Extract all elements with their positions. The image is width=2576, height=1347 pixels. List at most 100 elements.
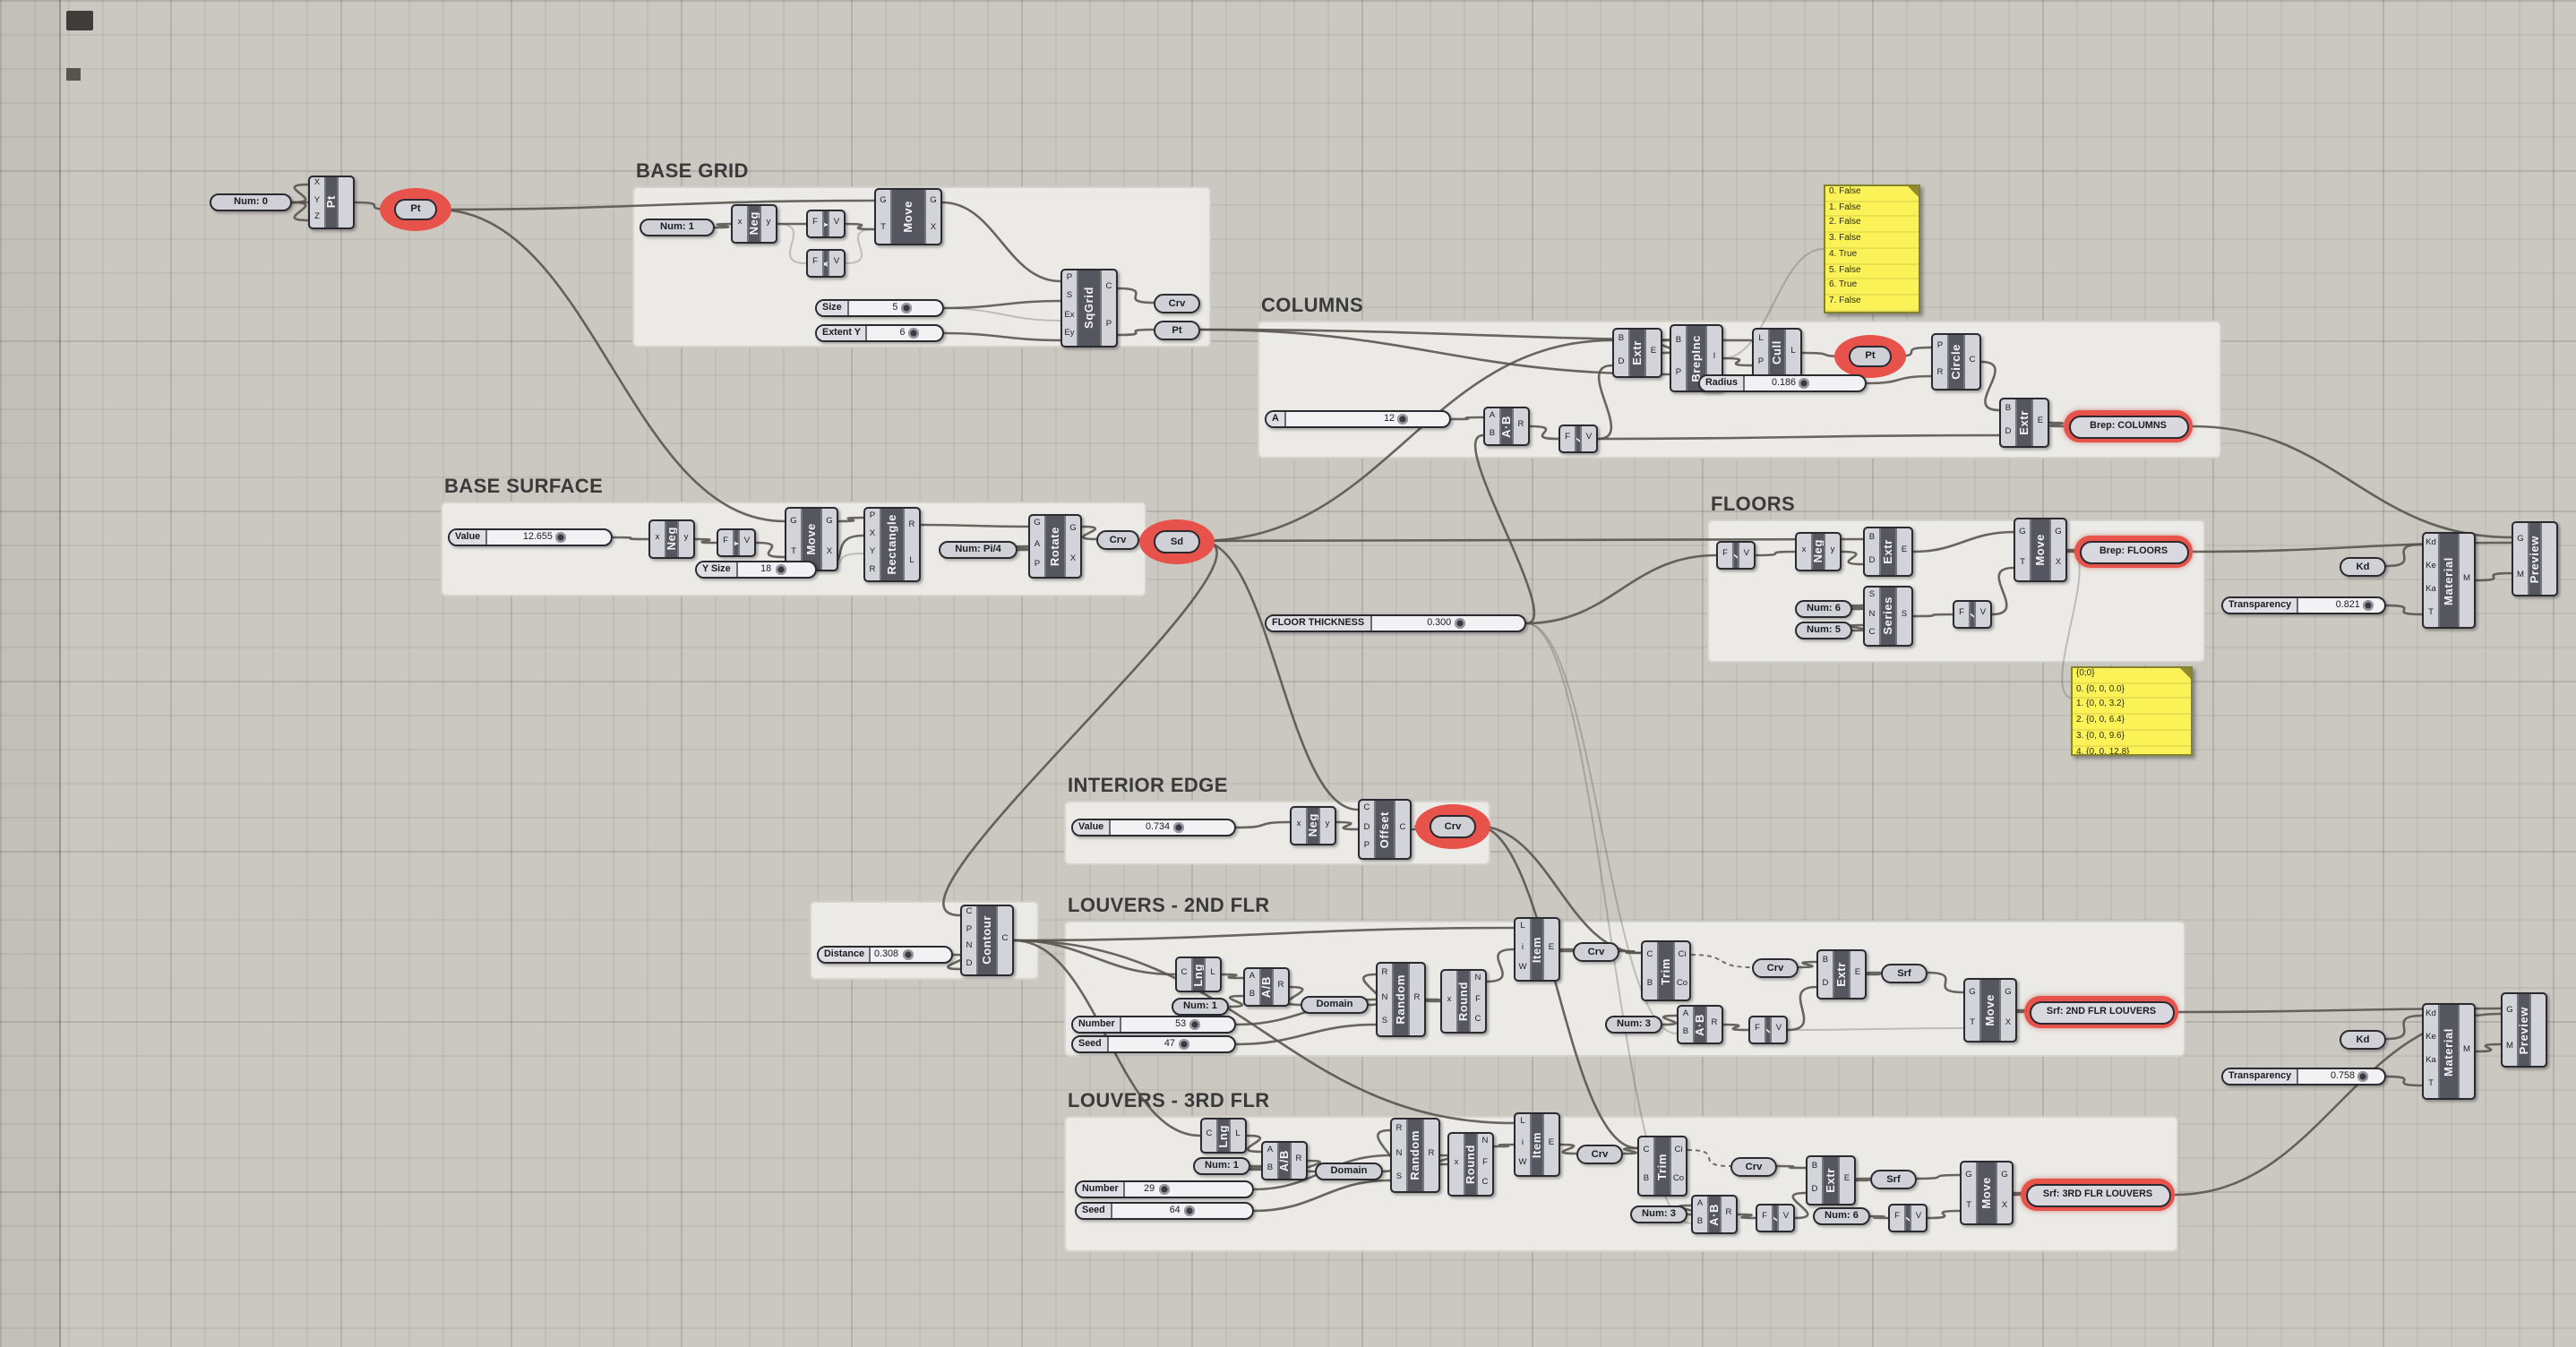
- output-brep-columns[interactable]: Brep: COLUMNS: [2064, 410, 2193, 442]
- output-port[interactable]: C: [1001, 934, 1009, 944]
- input-port[interactable]: C: [1363, 803, 1370, 813]
- slider-knob[interactable]: [1178, 1039, 1189, 1050]
- input-port[interactable]: P: [1936, 342, 1944, 352]
- output-port[interactable]: X: [826, 548, 833, 558]
- input-port[interactable]: B: [1868, 534, 1876, 544]
- input-port[interactable]: i: [1521, 1138, 1524, 1148]
- output-port[interactable]: E: [1548, 1138, 1555, 1148]
- output-port[interactable]: E: [1854, 968, 1861, 978]
- param-pt[interactable]: Pt: [1849, 346, 1892, 367]
- input-port[interactable]: C: [1646, 950, 1653, 960]
- input-port[interactable]: B: [1811, 1163, 1818, 1172]
- output-port[interactable]: X: [1069, 555, 1077, 565]
- input-port[interactable]: Ke: [2426, 1034, 2436, 1043]
- slider-knob[interactable]: [1799, 378, 1810, 389]
- input-port[interactable]: N: [1381, 993, 1388, 1003]
- input-port[interactable]: B: [1675, 336, 1682, 346]
- output-port[interactable]: M: [2463, 1045, 2470, 1055]
- input-port[interactable]: G: [2506, 1006, 2513, 1016]
- input-port[interactable]: C: [1643, 1145, 1650, 1155]
- param-crv[interactable]: Crv: [1573, 942, 1619, 962]
- input-port[interactable]: i: [1521, 943, 1524, 953]
- output-port[interactable]: Co: [1676, 979, 1688, 989]
- input-port[interactable]: C: [966, 908, 973, 918]
- input-port[interactable]: F: [1565, 433, 1570, 442]
- input-port[interactable]: N: [966, 942, 973, 952]
- input-port[interactable]: Kd: [2426, 1010, 2436, 1020]
- slider-track[interactable]: 29: [1126, 1182, 1252, 1197]
- output-port[interactable]: y: [1325, 819, 1330, 829]
- param-num-0[interactable]: Num: 0: [210, 193, 292, 211]
- param-crv[interactable]: Crv: [1154, 294, 1200, 313]
- param-num-pi-4[interactable]: Num: Pi/4: [939, 541, 1018, 559]
- input-port[interactable]: L: [1758, 335, 1764, 345]
- slider-knob[interactable]: [908, 328, 920, 339]
- param-num-3[interactable]: Num: 3: [1630, 1205, 1687, 1223]
- input-port[interactable]: F: [723, 536, 728, 546]
- input-port[interactable]: B: [1643, 1174, 1650, 1184]
- input-port[interactable]: T: [880, 224, 886, 234]
- input-port[interactable]: D: [1822, 980, 1829, 990]
- input-port[interactable]: L: [1520, 1118, 1525, 1128]
- output-port[interactable]: G: [2001, 1171, 2008, 1181]
- data-panel[interactable]: {0;0}0. {0, 0, 0.0}1. {0, 0, 3.2}2. {0, …: [2071, 666, 2193, 756]
- input-port[interactable]: P: [1757, 358, 1765, 368]
- input-port[interactable]: x: [1296, 819, 1301, 829]
- input-port[interactable]: T: [2428, 1080, 2434, 1090]
- input-port[interactable]: F: [1762, 1212, 1767, 1222]
- input-port[interactable]: F: [1894, 1212, 1900, 1222]
- output-port[interactable]: I: [1713, 352, 1716, 362]
- output-port[interactable]: P: [1105, 321, 1112, 330]
- slider-knob[interactable]: [902, 949, 914, 960]
- slider-track[interactable]: 64: [1112, 1204, 1252, 1218]
- output-port[interactable]: L: [1210, 968, 1215, 978]
- input-port[interactable]: D: [966, 959, 973, 969]
- input-port[interactable]: A: [1034, 540, 1041, 550]
- input-port[interactable]: W: [1518, 1158, 1527, 1168]
- slider-track[interactable]: 12: [1286, 412, 1449, 426]
- input-port[interactable]: B: [1682, 1027, 1689, 1037]
- slider-knob[interactable]: [1189, 1019, 1201, 1030]
- param-num-6[interactable]: Num: 6: [1813, 1207, 1870, 1225]
- slider-track[interactable]: 0.758: [2298, 1069, 2384, 1084]
- input-port[interactable]: A: [1696, 1199, 1704, 1209]
- output-port[interactable]: V: [1915, 1212, 1922, 1222]
- param-pt[interactable]: Pt: [1154, 321, 1200, 340]
- input-port[interactable]: B: [1822, 957, 1829, 966]
- output-port[interactable]: F: [1482, 1158, 1488, 1168]
- output-port[interactable]: R: [1295, 1154, 1302, 1164]
- input-port[interactable]: G: [790, 518, 797, 528]
- input-port[interactable]: T: [1970, 1019, 1975, 1029]
- slider-track[interactable]: 12.655: [487, 530, 611, 545]
- output-port[interactable]: G: [1069, 525, 1077, 535]
